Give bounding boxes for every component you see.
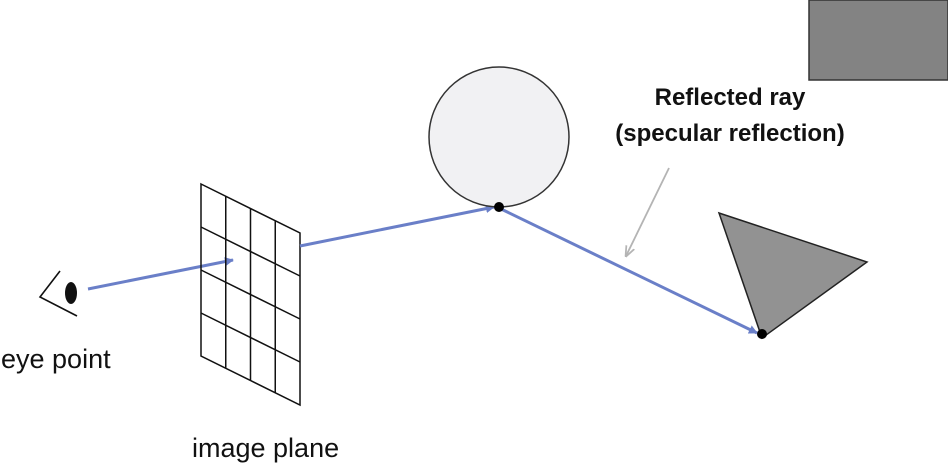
annotation-arrow [626,167,670,256]
image-plane-grid [200,182,301,407]
triangle-object [717,211,869,340]
eye-icon [38,270,78,317]
reflected-ray-label: Reflected ray [655,84,806,111]
specular-reflection-label: (specular reflection) [615,120,844,147]
reflected-ray [498,206,758,335]
corner-gray-rectangle [808,0,948,81]
sphere [428,66,570,208]
primary-ray-plane-to-sphere [299,204,495,248]
image-plane-label: image plane [192,433,339,463]
triangle-hit-point [757,329,767,339]
eye-point-label: eye point [1,344,111,374]
sphere-hit-point [494,202,504,212]
primary-ray-eye-to-plane [87,257,234,291]
